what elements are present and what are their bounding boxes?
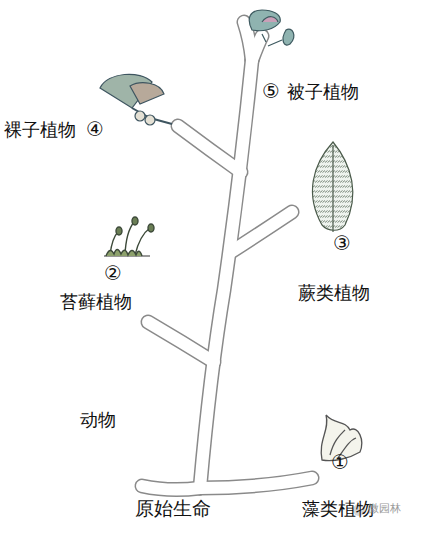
callout-number: ④ (86, 118, 104, 141)
angiosperm-figure (249, 10, 294, 46)
gymnosperm-figure (100, 74, 172, 125)
group-label: 蕨类植物 (298, 283, 370, 304)
callout-number: ③ (333, 232, 351, 255)
group-label: 藻类植物 (302, 499, 374, 520)
group-label: 苔藓植物 (60, 292, 132, 313)
group-label: 裸子植物 (4, 120, 76, 141)
moss-figure (104, 217, 154, 256)
callout-number: ① (331, 451, 349, 474)
origin-label: 原始生命 (135, 498, 211, 520)
fern-figure (312, 142, 352, 232)
group-label: 被子植物 (287, 82, 359, 103)
watermark: 微园林 (368, 503, 401, 516)
animal-label: 动物 (80, 410, 116, 431)
callout-number: ⑤ (262, 80, 280, 103)
tree-trunk (142, 22, 312, 490)
callout-number: ② (104, 262, 122, 285)
